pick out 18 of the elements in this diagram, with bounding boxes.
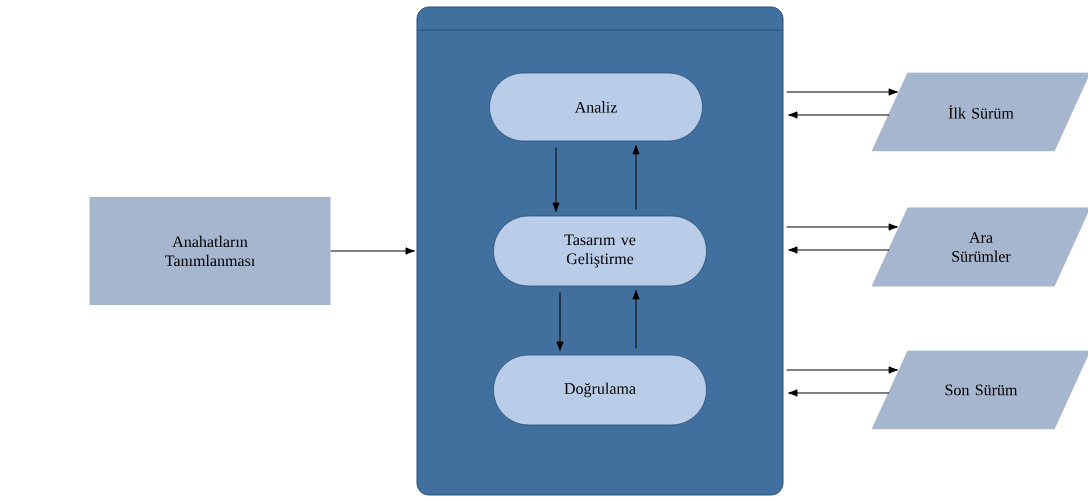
arrow bbox=[556, 291, 564, 351]
data-parallelogram: Ara Sürümler bbox=[871, 207, 1088, 287]
arrow bbox=[632, 290, 640, 350]
arrow bbox=[788, 246, 890, 254]
process-pill: Doğrulama bbox=[493, 354, 707, 426]
arrow bbox=[330, 247, 415, 255]
arrow bbox=[552, 146, 560, 212]
arrow bbox=[786, 88, 898, 96]
arrow bbox=[786, 366, 898, 374]
process-box: Anahatların Tanımlanması bbox=[89, 197, 331, 305]
data-parallelogram: İlk Sürüm bbox=[871, 72, 1088, 152]
arrow bbox=[632, 145, 640, 211]
process-pill: Tasarım ve Geliştirme bbox=[493, 215, 707, 287]
process-pill: Analiz bbox=[489, 72, 703, 142]
arrow bbox=[786, 223, 898, 231]
data-parallelogram: Son Sürüm bbox=[871, 350, 1088, 430]
arrow bbox=[788, 389, 890, 397]
arrow bbox=[788, 111, 890, 119]
